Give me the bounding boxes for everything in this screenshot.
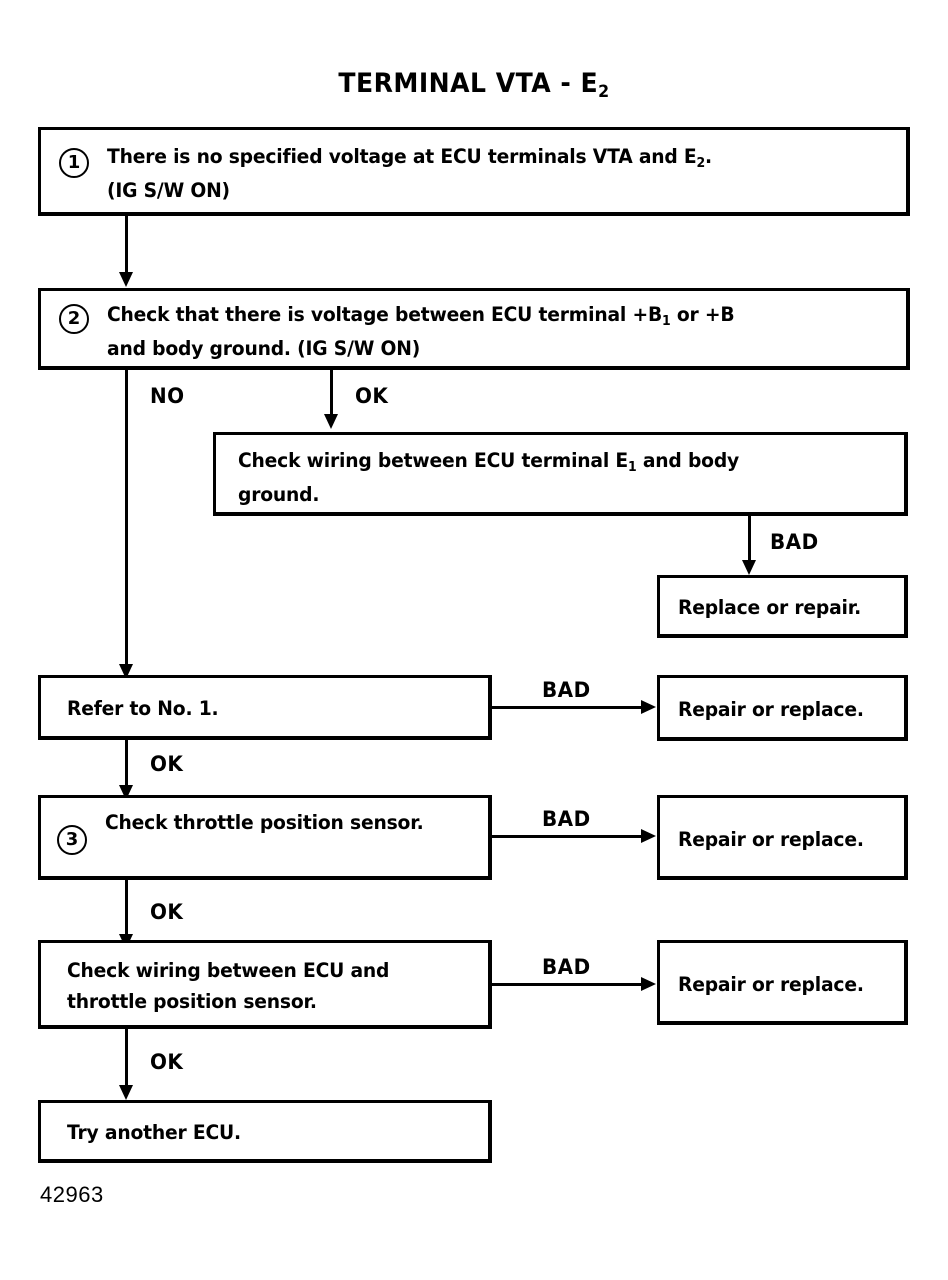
node-check-ground-wiring-line1-subscript: 1 — [628, 460, 637, 475]
node-replace-or-repair: Replace or repair. — [657, 575, 908, 638]
node-step-2-line2: and body ground. (IG S/W ON) — [107, 337, 421, 360]
arrowhead-tps-wiring-ok — [119, 1085, 133, 1100]
node-step-1: 1 There is no specified voltage at ECU t… — [38, 127, 910, 216]
connector-step3-bad — [492, 835, 644, 838]
edge-label-step3-ok: OK — [150, 900, 184, 924]
connector-tps-wiring-ok — [125, 1029, 128, 1087]
connector-step1-to-step2 — [125, 216, 128, 273]
edge-label-step2-ok: OK — [355, 384, 389, 408]
node-repair-or-replace-1: Repair or replace. — [657, 675, 908, 741]
arrowhead-step2-ok — [324, 414, 338, 429]
node-check-ground-wiring-line1: Check wiring between ECU terminal E — [238, 449, 629, 472]
node-repair-or-replace-1-label: Repair or replace. — [678, 698, 864, 721]
node-step-1-line1: There is no specified voltage at ECU ter… — [107, 145, 697, 168]
node-try-another-ecu-label: Try another ECU. — [67, 1121, 241, 1144]
edge-label-step3-bad: BAD — [542, 807, 591, 831]
connector-refer-no1-bad — [492, 706, 644, 709]
node-step-1-text: There is no specified voltage at ECU ter… — [107, 141, 875, 206]
arrowhead-step1-to-step2 — [119, 272, 133, 287]
step-number-3: 3 — [57, 825, 87, 855]
connector-ground-wiring-bad — [748, 516, 751, 564]
page-title-subscript: 2 — [598, 82, 610, 102]
node-check-tps-wiring-line1: Check wiring between ECU and — [67, 959, 390, 982]
arrowhead-ground-wiring-bad — [742, 560, 756, 575]
arrowhead-tps-wiring-bad — [641, 977, 656, 991]
edge-label-step2-no: NO — [150, 384, 185, 408]
node-step-3-label: Check throttle position sensor. — [105, 811, 424, 834]
connector-step2-ok — [330, 370, 333, 416]
node-step-1-line2: (IG S/W ON) — [107, 179, 230, 202]
node-step-2-line1-subscript: 1 — [662, 314, 671, 329]
step-number-1: 1 — [59, 148, 89, 178]
node-step-2-line1: Check that there is voltage between ECU … — [107, 303, 663, 326]
edge-label-tps-wiring-bad: BAD — [542, 955, 591, 979]
node-refer-to-no-1-label: Refer to No. 1. — [67, 697, 219, 720]
step-number-2: 2 — [59, 304, 89, 334]
node-refer-to-no-1: Refer to No. 1. — [38, 675, 492, 740]
page-title: TERMINAL VTA - E2 — [33, 68, 915, 102]
node-check-tps-wiring-text: Check wiring between ECU and throttle pos… — [67, 955, 461, 1017]
node-step-2-text: Check that there is voltage between ECU … — [107, 299, 875, 364]
node-check-tps-wiring-line2: throttle position sensor. — [67, 990, 317, 1013]
edge-label-tps-wiring-ok: OK — [150, 1050, 184, 1074]
node-repair-or-replace-2: Repair or replace. — [657, 795, 908, 880]
figure-reference: 42963 — [40, 1182, 104, 1207]
node-check-tps-wiring: Check wiring between ECU and throttle pos… — [38, 940, 492, 1029]
node-try-another-ecu: Try another ECU. — [38, 1100, 492, 1163]
node-step-2-line1-end: or +B — [670, 303, 735, 326]
node-repair-or-replace-2-label: Repair or replace. — [678, 828, 864, 851]
node-check-ground-wiring-line1-end: and body — [636, 449, 740, 472]
node-check-ground-wiring-text: Check wiring between ECU terminal E1 and… — [238, 445, 862, 510]
node-step-1-line1-subscript: 2 — [696, 156, 706, 171]
connector-refer-no1-ok — [125, 740, 128, 787]
edge-label-refer-no1-bad: BAD — [542, 678, 591, 702]
edge-label-ground-wiring-bad: BAD — [770, 530, 819, 554]
node-check-ground-wiring: Check wiring between ECU terminal E1 and… — [213, 432, 908, 516]
arrowhead-refer-no1-bad — [641, 700, 656, 714]
connector-step2-no — [125, 370, 128, 665]
node-repair-or-replace-3-label: Repair or replace. — [678, 973, 864, 996]
page-title-text: TERMINAL VTA - E — [338, 68, 599, 99]
node-step-1-line1-end: . — [705, 145, 712, 168]
node-step-3: 3 Check throttle position sensor. — [38, 795, 492, 880]
node-check-ground-wiring-line2: ground. — [238, 483, 320, 506]
node-repair-or-replace-3: Repair or replace. — [657, 940, 908, 1025]
node-replace-or-repair-label: Replace or repair. — [678, 596, 862, 619]
connector-step3-ok — [125, 880, 128, 936]
arrowhead-step3-bad — [641, 829, 656, 843]
node-step-2: 2 Check that there is voltage between EC… — [38, 288, 910, 370]
connector-tps-wiring-bad — [492, 983, 644, 986]
edge-label-refer-no1-ok: OK — [150, 752, 184, 776]
